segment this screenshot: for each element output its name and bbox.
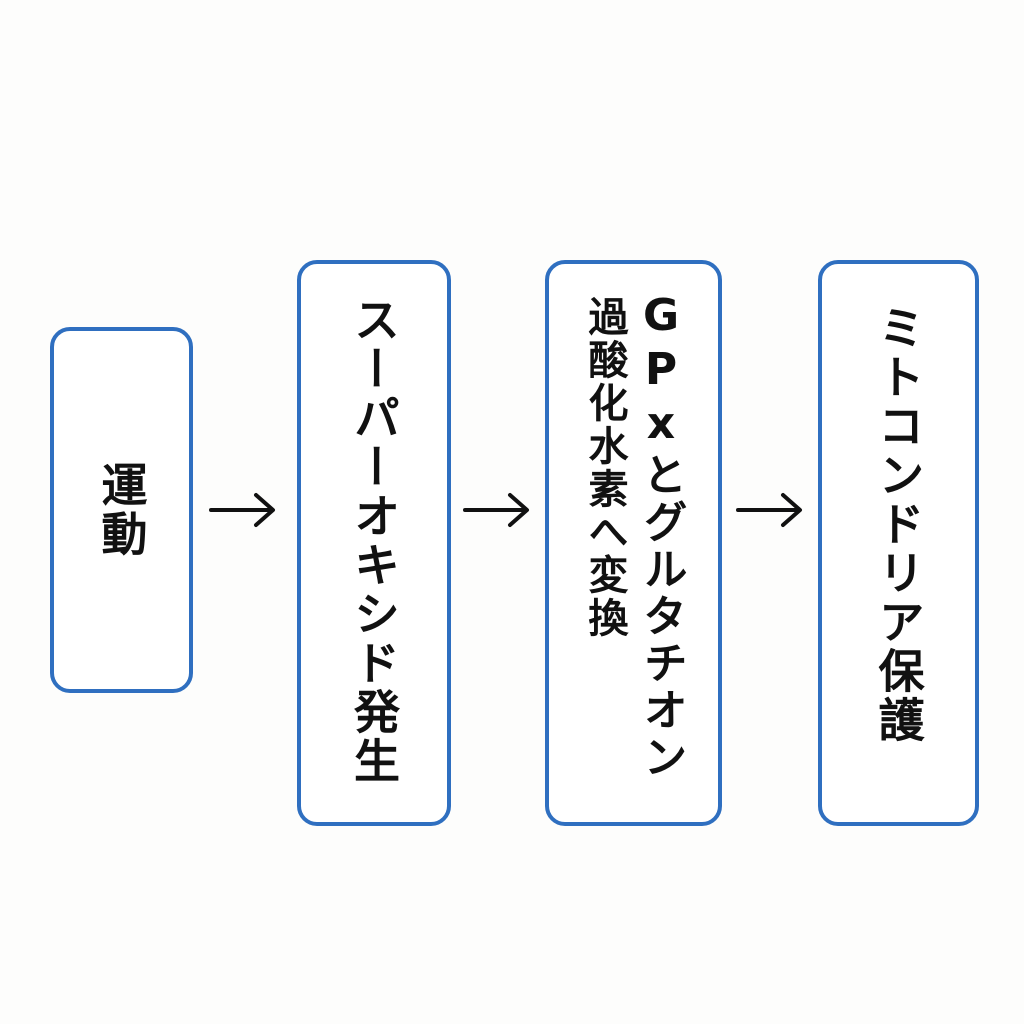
arrow-right-icon [463,493,529,527]
node-superoxide: スーパーオキシド発生 [297,260,451,826]
node-gpx: GPxとグルタチオン 過酸化水素へ変換 [545,260,722,826]
node-mitochondria-label: ミトコンドリア保護 [871,304,926,745]
node-exercise-label: 運動 [94,461,149,559]
node-exercise: 運動 [50,327,193,693]
node-gpx-label-line-2: 過酸化水素へ変換 [581,296,628,640]
arrow-right-icon [736,493,802,527]
arrow-right-icon [209,493,275,527]
node-mitochondria: ミトコンドリア保護 [818,260,979,826]
node-gpx-label-line-1: GPxとグルタチオン [635,290,687,781]
node-superoxide-label: スーパーオキシド発生 [347,296,401,786]
